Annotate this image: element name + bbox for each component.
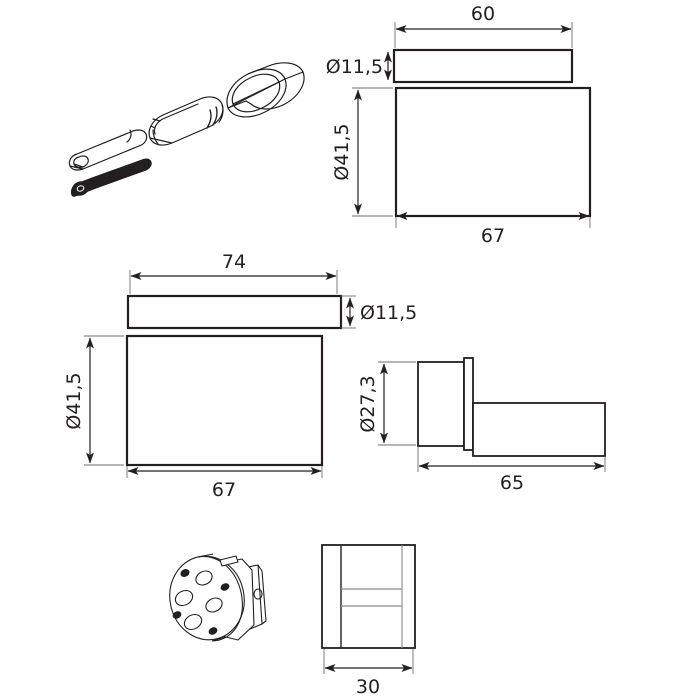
dim-67-mid: 67 — [126, 466, 323, 501]
dim-dia-11-5-top: Ø11,5 — [326, 51, 392, 81]
top-right-side-view: 60 Ø11,5 Ø41,5 67 — [326, 3, 592, 247]
dim-label-dia-41-5-top: Ø41,5 — [331, 123, 353, 180]
dim-65: 65 — [417, 447, 606, 494]
middle-right-stepped-profile-view: Ø27,3 65 — [357, 357, 606, 494]
dim-label-dia-11-5-mid: Ø11,5 — [360, 302, 417, 324]
spacer-ring — [206, 106, 218, 129]
dim-dia-27-3: Ø27,3 — [357, 361, 416, 446]
dim-30: 30 — [323, 649, 414, 698]
stepped-right-shank — [472, 402, 606, 457]
bottom-right-front-view: 30 — [321, 544, 416, 698]
exploded-isometric-assembly — [68, 62, 305, 197]
stepped-flange — [463, 357, 474, 451]
middle-left-side-view: 74 Ø11,5 Ø41,5 67 — [63, 251, 417, 501]
dim-label-74: 74 — [222, 251, 246, 273]
bottom-center-isometric-part — [169, 553, 267, 642]
dim-label-30: 30 — [356, 676, 380, 698]
dim-dia-41-5-mid: Ø41,5 — [63, 335, 124, 466]
dim-label-65: 65 — [500, 472, 524, 494]
dim-label-67-mid: 67 — [212, 479, 236, 501]
dim-67-top: 67 — [395, 212, 591, 247]
dim-dia-11-5-mid: Ø11,5 — [341, 295, 417, 329]
inner-rod — [68, 129, 148, 171]
dim-label-dia-11-5-top: Ø11,5 — [326, 56, 383, 78]
dim-60: 60 — [394, 3, 573, 48]
stepped-left-body — [417, 361, 465, 447]
top-thin-bar — [392, 48, 574, 84]
dim-label-dia-27-3: Ø27,3 — [357, 375, 379, 432]
dim-74: 74 — [129, 251, 338, 294]
dim-dia-41-5-top: Ø41,5 — [331, 87, 393, 217]
middle-thin-bar — [126, 294, 343, 330]
top-main-rect — [394, 86, 592, 218]
dim-label-67-top: 67 — [481, 225, 505, 247]
middle-main-rect — [125, 334, 324, 467]
dim-label-60: 60 — [471, 3, 495, 25]
dim-label-dia-41-5-mid: Ø41,5 — [63, 372, 85, 429]
outer-sleeve-tube — [226, 62, 305, 118]
cap-screw — [70, 158, 152, 197]
